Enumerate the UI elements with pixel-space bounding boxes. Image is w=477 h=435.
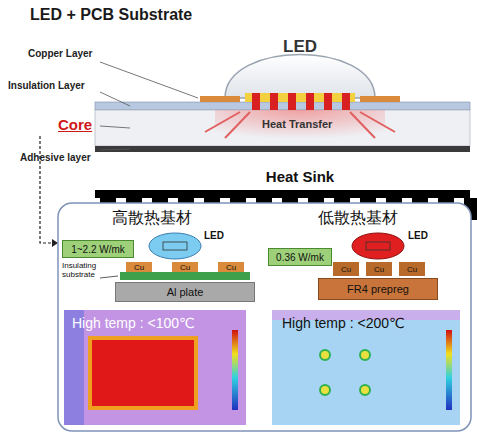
insulation-layer — [95, 102, 470, 110]
led-symbol — [366, 242, 390, 250]
copper-pad: Cu — [126, 262, 152, 272]
node-text: Cu — [407, 265, 417, 274]
copper-pad: Cu — [399, 262, 425, 276]
node-text: LED — [283, 37, 317, 57]
copper-pad: Cu — [366, 262, 392, 276]
fr4-prepreg: FR4 prepreg — [318, 278, 438, 300]
comparison-panel — [58, 203, 471, 431]
led-dome-label: LED — [265, 36, 335, 58]
part-label: Insulating substrate — [62, 262, 102, 280]
color-bar — [446, 330, 452, 410]
heat-sink-base — [95, 190, 470, 198]
copper-pad: Cu — [218, 262, 244, 272]
node-text: Heat Sink — [266, 168, 334, 185]
thermal-zone — [88, 336, 198, 410]
leader-lines — [100, 62, 198, 150]
layer-label: Copper Layer — [28, 48, 92, 59]
diagram-title: LED + PCB Substrate — [30, 6, 192, 24]
led-symbol — [163, 242, 187, 250]
color-bar — [232, 330, 238, 410]
node-text: High temp : <100℃ — [72, 315, 195, 331]
led-label: LED — [204, 230, 224, 241]
hot-zone — [92, 340, 194, 406]
led-die — [245, 93, 355, 102]
copper-pad — [360, 96, 400, 102]
layer-label: Adhesive layer — [20, 152, 91, 163]
node-text: Cu — [180, 263, 190, 272]
thermal-image-left: High temp : <100℃ — [66, 312, 231, 334]
conductivity-box: 0.36 W/mk — [268, 248, 332, 266]
node-text: Cu — [226, 263, 236, 272]
heat-sink: Heat Sink — [250, 166, 350, 186]
copper-pad: Cu — [172, 262, 198, 272]
al-plate: Al plate — [115, 282, 255, 302]
node-text: 0.36 W/mk — [276, 252, 324, 263]
led-blue — [149, 233, 201, 259]
node-text: 1~2.2 W/mk — [71, 244, 125, 255]
thermal-image — [272, 310, 460, 425]
conductivity-box: 1~2.2 W/mk — [62, 240, 134, 258]
led-dome — [225, 55, 375, 99]
heat-bars — [252, 93, 350, 110]
section-title: 低散热基材 — [318, 208, 398, 229]
node-text: Cu — [134, 263, 144, 272]
node-text: High temp : <200℃ — [282, 315, 405, 331]
section-title: 高散热基材 — [112, 208, 192, 229]
insulating-substrate — [120, 272, 250, 280]
node-text: Cu — [374, 265, 384, 274]
led-red — [352, 233, 404, 259]
thermal-image — [64, 310, 246, 425]
core-layer — [95, 110, 470, 146]
layer-label: Insulation Layer — [8, 80, 85, 91]
led-label: LED — [408, 230, 428, 241]
heat-arrows — [205, 112, 395, 138]
arrow-head — [52, 239, 58, 247]
copper-pad — [200, 96, 240, 102]
thermal-image-right: High temp : <200℃ — [276, 312, 441, 334]
leader-line — [100, 276, 118, 278]
layer-label-core: Core — [58, 116, 92, 133]
heat-transfer-label: Heat Transfer — [262, 118, 332, 130]
node-text: Al plate — [167, 286, 204, 298]
hot-spots — [320, 350, 370, 395]
node-text: FR4 prepreg — [347, 283, 409, 295]
node-text: Cu — [341, 265, 351, 274]
heat-glow — [215, 110, 385, 146]
copper-pad: Cu — [333, 262, 359, 276]
adhesive-layer — [95, 146, 470, 152]
